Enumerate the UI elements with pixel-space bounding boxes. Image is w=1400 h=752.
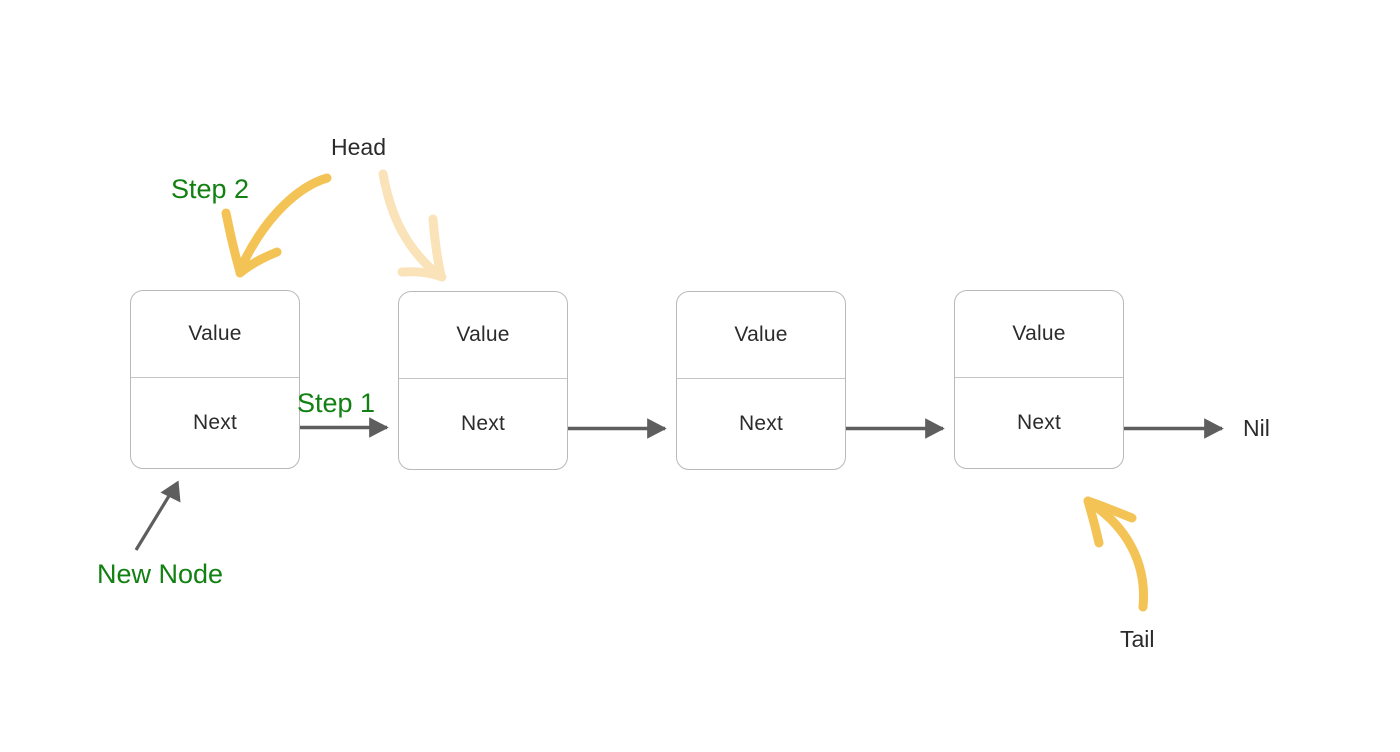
list-node-3: Value Next	[676, 291, 846, 470]
step-2-label: Step 2	[171, 174, 250, 204]
node-2-value-label: Value	[456, 323, 510, 346]
head-label: Head	[331, 134, 386, 160]
node-3-next-cell: Next	[677, 379, 845, 469]
node-2-next-label: Next	[461, 412, 505, 435]
node-3-next-label: Next	[739, 412, 783, 435]
node-3-value-label: Value	[734, 323, 788, 346]
tail-arrow	[1083, 496, 1149, 612]
node-1-value-label: Value	[188, 322, 242, 345]
new-node-label: New Node	[97, 559, 224, 589]
node-1-next-cell: Next	[131, 378, 299, 468]
list-node-1: Value Next	[130, 290, 300, 469]
node-2-next-cell: Next	[399, 379, 567, 469]
node-2-value-cell: Value	[399, 292, 567, 379]
node-1-value-cell: Value	[131, 291, 299, 378]
nil-label: Nil	[1243, 415, 1270, 441]
node-3-value-cell: Value	[677, 292, 845, 379]
list-node-2: Value Next	[398, 291, 568, 470]
list-node-4: Value Next	[954, 290, 1124, 469]
node-4-next-label: Next	[1017, 411, 1061, 434]
node-1-next-label: Next	[193, 411, 237, 434]
tail-label: Tail	[1120, 626, 1155, 652]
new-node-arrow	[134, 480, 181, 551]
head-arrow	[378, 169, 447, 282]
step-1-label: Step 1	[297, 388, 376, 418]
node-4-value-label: Value	[1012, 322, 1066, 345]
node-4-value-cell: Value	[955, 291, 1123, 378]
node-4-next-cell: Next	[955, 378, 1123, 468]
